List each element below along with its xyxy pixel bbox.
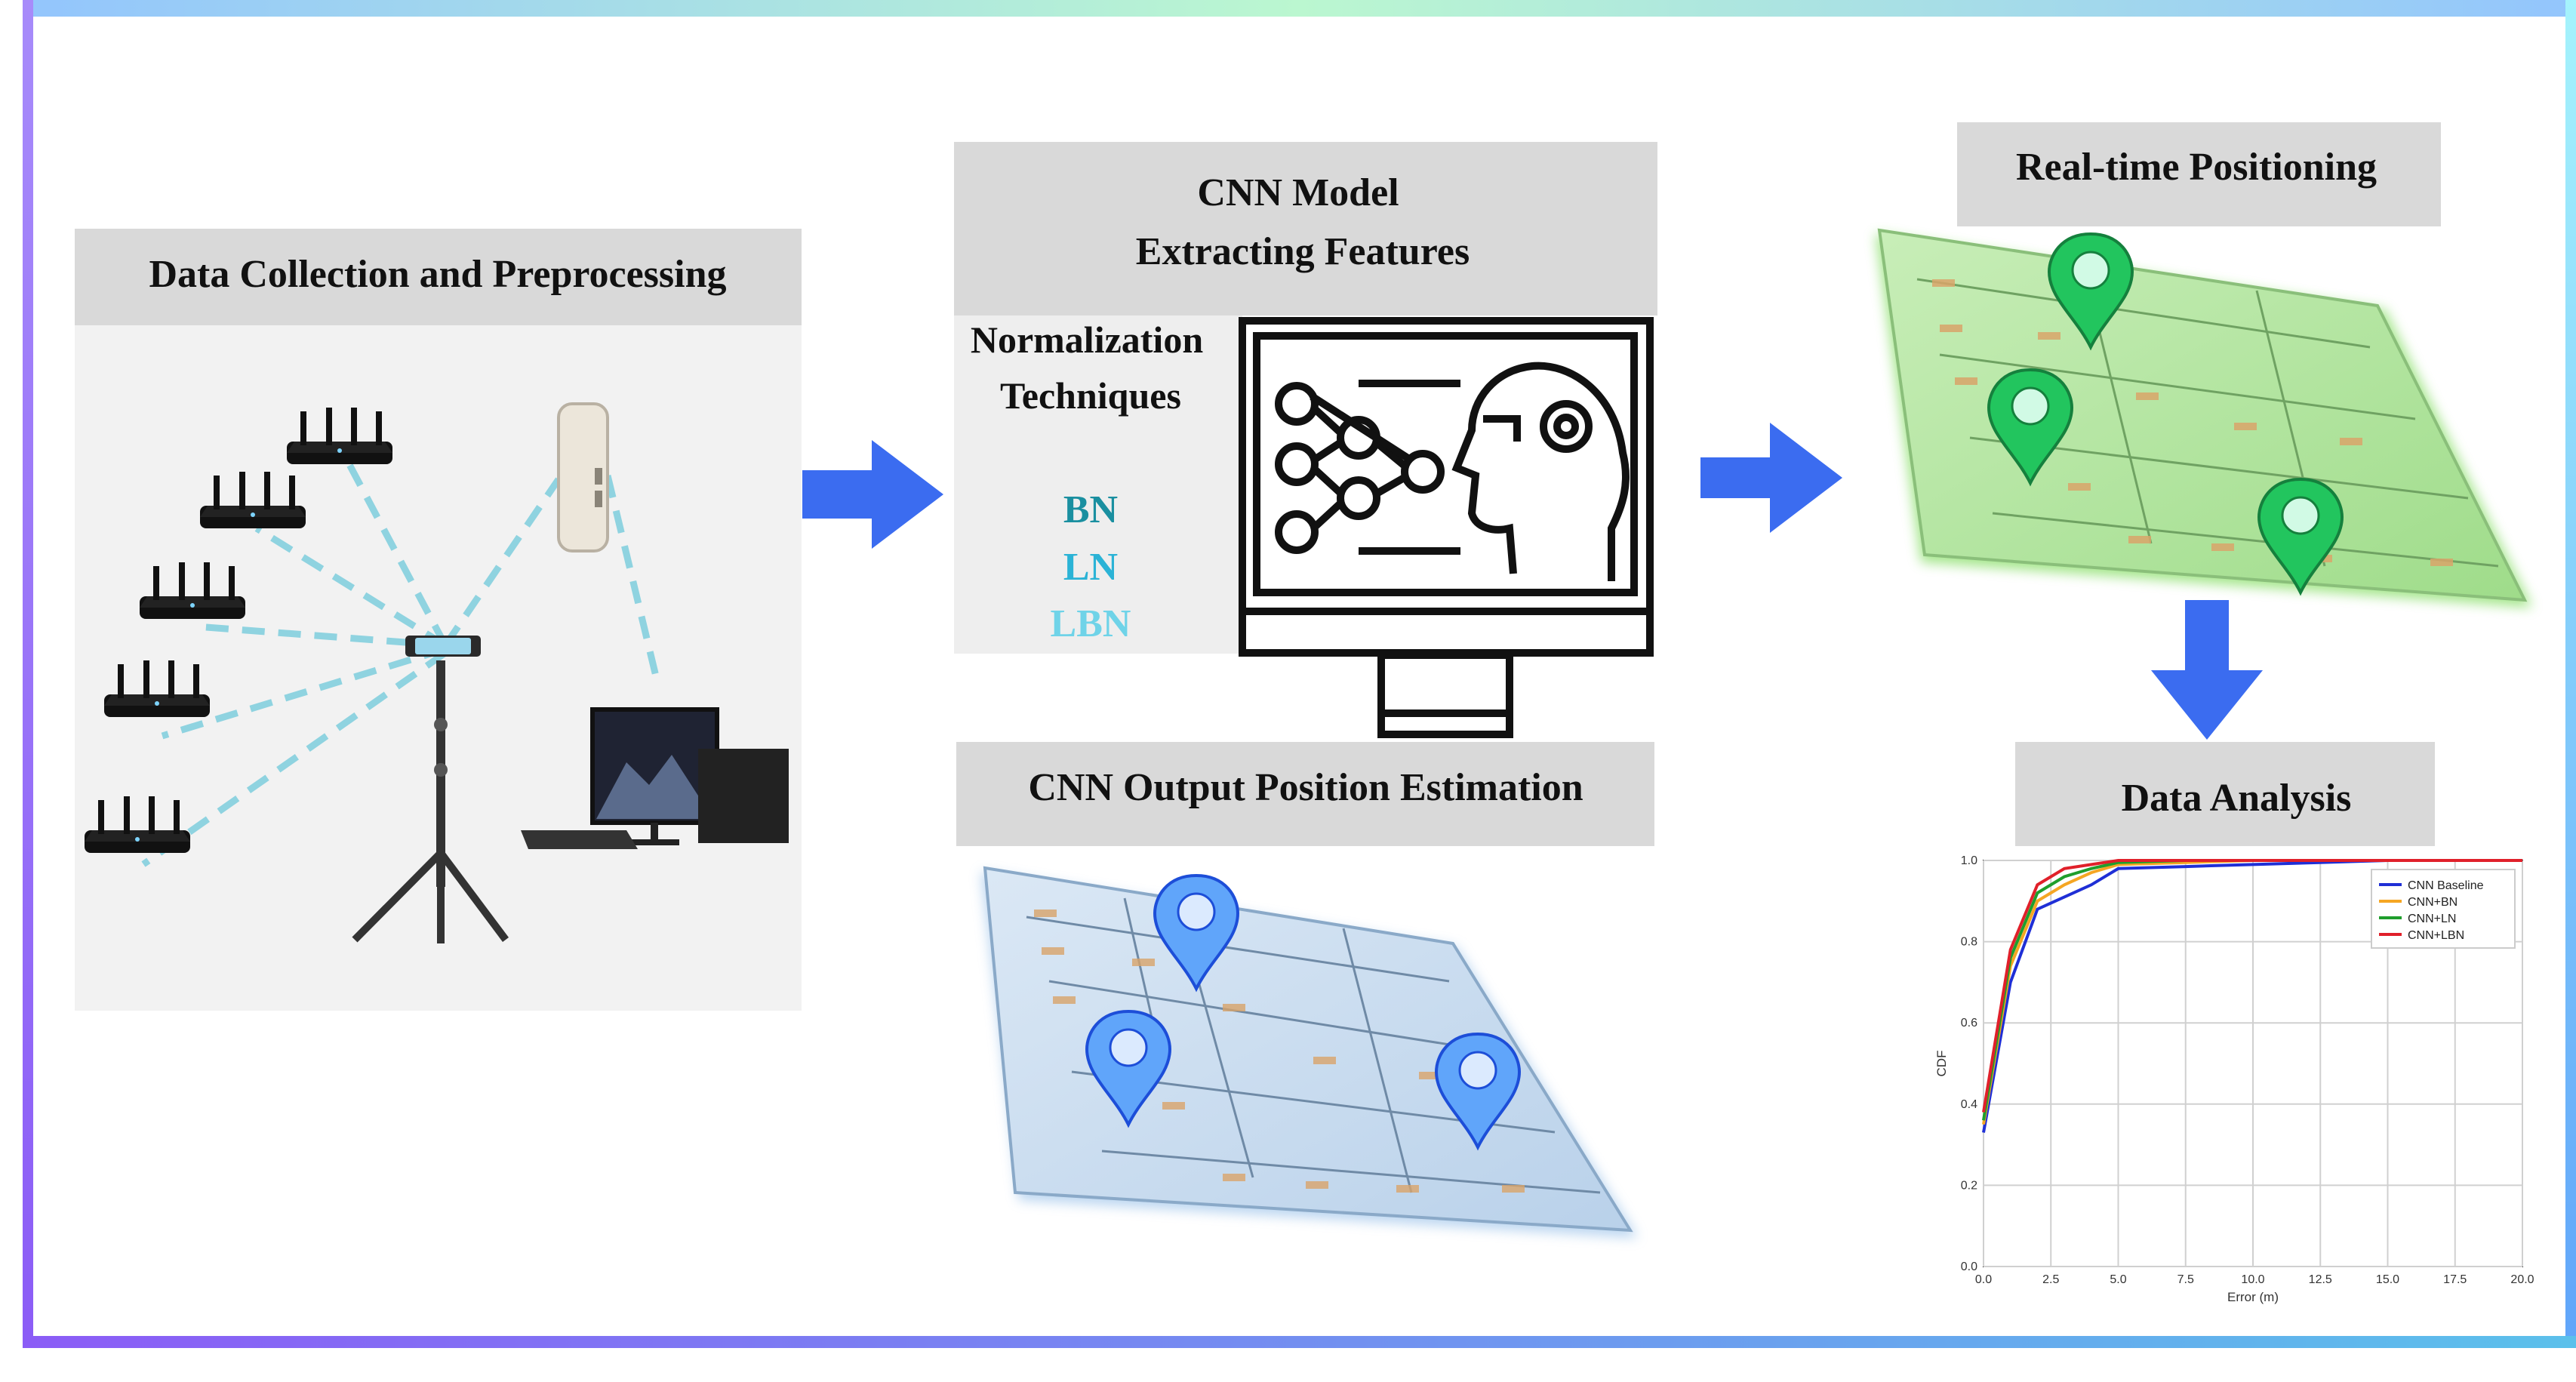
chart-y-tick-label: 0.8 bbox=[1961, 936, 1977, 949]
output-title: CNN Output Position Estimation bbox=[1028, 766, 1583, 809]
frame-bottom bbox=[23, 1336, 2576, 1348]
frame-right bbox=[2565, 0, 2576, 1347]
signal-links bbox=[141, 458, 660, 867]
cdf-chart: 0.0 2.5 5.0 7.5 10.0 12.5 15.0 17.5 20.0 0.0 0.2 0.… bbox=[1934, 854, 2534, 1304]
normalization-item-bn: BN bbox=[1063, 488, 1118, 531]
flow-arrow-2 bbox=[1700, 423, 1842, 533]
analysis-title-box bbox=[2015, 742, 2435, 846]
normalization-box bbox=[954, 315, 1242, 654]
chart-legend-label: CNN+BN bbox=[2408, 896, 2458, 909]
chart-x-tick-label: 2.5 bbox=[2042, 1273, 2059, 1286]
chart-x-tick-label: 20.0 bbox=[2510, 1273, 2534, 1286]
ai-head-icon bbox=[1451, 362, 1630, 581]
normalization-heading-line2: Techniques bbox=[1000, 374, 1181, 417]
chart-x-axis-label: Error (m) bbox=[2227, 1290, 2279, 1304]
chart-series-line bbox=[1982, 859, 2522, 1113]
chart-legend-label: CNN Baseline bbox=[2408, 879, 2484, 892]
chart-y-tick-label: 0.6 bbox=[1961, 1017, 1977, 1030]
access-point-icon bbox=[557, 402, 609, 552]
floor-map-icon bbox=[1876, 228, 2532, 608]
flow-arrow-3 bbox=[2151, 600, 2263, 740]
chart-x-tick-label: 10.0 bbox=[2241, 1273, 2264, 1286]
collection-title-box bbox=[75, 229, 802, 325]
normalization-heading-line1: Normalization bbox=[971, 319, 1203, 361]
chart-x-tick-label: 15.0 bbox=[2376, 1273, 2399, 1286]
chart-y-tick-label: 0.0 bbox=[1961, 1260, 1977, 1273]
floor-map-icon bbox=[981, 866, 1638, 1238]
chart-y-tick-label: 1.0 bbox=[1961, 854, 1977, 867]
normalization-item-lbn: LBN bbox=[1051, 602, 1131, 645]
normalization-item-ln: LN bbox=[1063, 546, 1118, 589]
flow-arrow-1 bbox=[802, 440, 943, 549]
output-title-box bbox=[956, 742, 1654, 846]
cnn-title-line2: Extracting Features bbox=[1136, 230, 1470, 273]
analysis-title: Data Analysis bbox=[2122, 777, 2352, 820]
frame-left bbox=[23, 0, 33, 1347]
chart-legend-label: CNN+LBN bbox=[2408, 929, 2464, 942]
chart-legend-label: CNN+LN bbox=[2408, 913, 2456, 925]
chart-x-tick-label: 0.0 bbox=[1975, 1273, 1992, 1286]
collection-title: Data Collection and Preprocessing bbox=[149, 253, 726, 296]
desktop-computer-icon bbox=[521, 707, 789, 849]
chart-y-tick-label: 0.4 bbox=[1961, 1098, 1977, 1111]
frame-top bbox=[23, 0, 2576, 17]
realtime-title: Real-time Positioning bbox=[2016, 146, 2377, 189]
chart-x-tick-label: 7.5 bbox=[2177, 1273, 2194, 1286]
cnn-title-line1: CNN Model bbox=[1197, 171, 1399, 214]
cnn-title-box bbox=[954, 142, 1657, 315]
chart-x-tick-label: 5.0 bbox=[2110, 1273, 2126, 1286]
realtime-title-box bbox=[1957, 122, 2441, 226]
smartphone-tripod-icon bbox=[352, 636, 509, 943]
chart-y-tick-label: 0.2 bbox=[1961, 1179, 1977, 1192]
chart-x-tick-label: 12.5 bbox=[2309, 1273, 2332, 1286]
chart-x-tick-label: 17.5 bbox=[2443, 1273, 2467, 1286]
chart-y-axis-label: CDF bbox=[1934, 1051, 1949, 1077]
